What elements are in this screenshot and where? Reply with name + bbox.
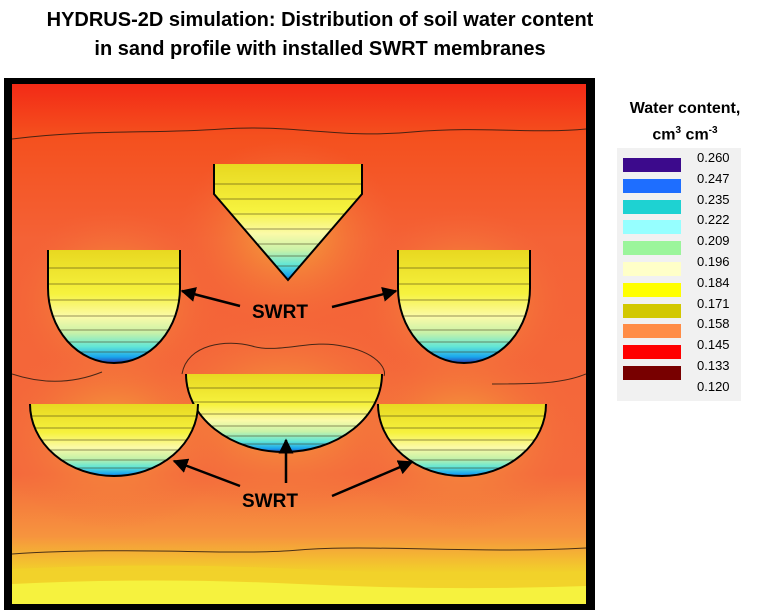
legend-swatch bbox=[623, 178, 681, 193]
arrow-lower-left bbox=[172, 458, 241, 488]
legend-unit-exp-b: -3 bbox=[708, 125, 718, 136]
membrane-upper-right bbox=[397, 250, 531, 364]
simulation-plot: SWRT SWRT bbox=[4, 78, 595, 610]
title-line-1: HYDRUS-2D simulation: Distribution of so… bbox=[46, 9, 594, 31]
legend-swatch bbox=[623, 366, 681, 380]
legend-value: 0.196 bbox=[697, 254, 730, 269]
legend-value: 0.120 bbox=[697, 378, 730, 394]
legend-unit: cm3 cm-3 bbox=[602, 120, 768, 146]
legend-panel: 0.260 0.247 0.235 0.222 0.209 0.196 0.184 0.171… bbox=[617, 148, 741, 401]
legend-value: 0.133 bbox=[697, 358, 730, 373]
swrt-label-lower: SWRT bbox=[242, 491, 298, 512]
legend-unit-exp-a: 3 bbox=[675, 125, 682, 136]
legend-swatch bbox=[623, 262, 681, 276]
legend-value: 0.260 bbox=[697, 150, 730, 165]
legend-unit-cm-a: cm bbox=[652, 126, 676, 144]
figure-title: HYDRUS-2D simulation: Distribution of so… bbox=[0, 6, 640, 64]
legend-value: 0.171 bbox=[697, 295, 730, 311]
contour-lines bbox=[12, 127, 586, 555]
legend-swatch bbox=[623, 158, 681, 172]
legend-swatch bbox=[623, 241, 681, 256]
legend-value: 0.222 bbox=[697, 212, 730, 228]
legend-swatch bbox=[623, 303, 681, 318]
arrow-upper-right bbox=[331, 286, 398, 309]
legend-title: Water content, cm3 cm-3 bbox=[602, 98, 768, 146]
legend-value: 0.145 bbox=[697, 337, 730, 353]
legend-value: 0.209 bbox=[697, 233, 730, 249]
legend-title-line-1: Water content, bbox=[629, 100, 741, 117]
legend-swatch bbox=[623, 324, 681, 339]
legend-value: 0.247 bbox=[697, 170, 730, 186]
arrow-upper-left bbox=[180, 287, 241, 308]
legend-swatch bbox=[623, 282, 681, 297]
legend-swatch bbox=[623, 199, 681, 214]
legend-value: 0.235 bbox=[697, 191, 730, 207]
membrane-upper-left bbox=[47, 250, 181, 364]
bottom-band-2 bbox=[12, 580, 586, 604]
legend-value: 0.184 bbox=[697, 274, 730, 290]
title-line-2: in sand profile with installed SWRT memb… bbox=[94, 38, 546, 60]
swrt-label-upper: SWRT bbox=[252, 302, 308, 323]
simulation-canvas: SWRT SWRT bbox=[12, 84, 586, 604]
legend-unit-cm-b: cm bbox=[685, 126, 709, 144]
legend-swatch bbox=[623, 220, 681, 235]
legend-value: 0.158 bbox=[697, 316, 730, 332]
legend-swatch bbox=[623, 345, 681, 360]
arrow-lower-right bbox=[331, 460, 414, 498]
